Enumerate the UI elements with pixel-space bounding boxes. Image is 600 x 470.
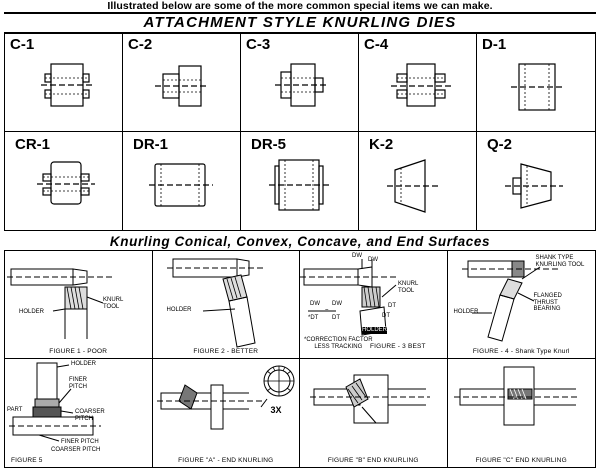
fig1-holder-label: HOLDER xyxy=(19,309,45,315)
section-title-surfaces: Knurling Conical, Convex, Concave, and E… xyxy=(109,234,491,249)
fig5-finer-pitch-label: FINER PITCH xyxy=(69,377,87,390)
fig5-coarser-pitch-2-label: COARSER PITCH xyxy=(51,447,101,453)
die-cell-k2: K-2 xyxy=(359,132,477,230)
fig3-holder-label: HOLDER xyxy=(362,327,388,334)
figure-a: 3X FIGURE "A" - END KNURLING xyxy=(153,359,300,467)
figure-a-drawing xyxy=(156,365,294,430)
fig3-ratio-left-bottom: *DT xyxy=(308,315,319,321)
figure-caption: FIGURE "A" - END KNURLING xyxy=(178,457,274,464)
die-dr5-drawing xyxy=(269,159,331,211)
figure-caption: FIGURE "B" END KNURLING xyxy=(327,457,419,464)
die-c1-drawing xyxy=(41,63,93,107)
die-cell-c3: C-3 xyxy=(241,34,359,132)
figure-2: HOLDER FIGURE 2 - BETTER xyxy=(152,251,300,359)
die-code: C-1 xyxy=(10,36,35,53)
die-c3-drawing xyxy=(275,63,329,107)
die-cell-dr5: DR-5 xyxy=(241,132,359,230)
die-c2-drawing xyxy=(155,65,209,107)
figure-5: HOLDER FINER PITCH COARSER PITCH PART FI… xyxy=(5,359,153,467)
die-cell-dr1: DR-1 xyxy=(123,132,241,230)
fig3-ratio-right-bottom: DT xyxy=(332,315,340,321)
figure-caption: FIGURE - 4 - Shank Type Knurl xyxy=(472,348,570,355)
fig5-holder-label: HOLDER xyxy=(71,361,97,367)
figure-1-drawing xyxy=(7,268,115,339)
die-cell-c4: C-4 xyxy=(359,34,477,132)
fig5-coarser-pitch-label: COARSER PITCH xyxy=(75,409,105,422)
die-d1-drawing xyxy=(511,63,565,111)
figure-c-drawing xyxy=(453,366,580,426)
figure-caption: FIGURE 5 xyxy=(11,457,43,464)
fig4-bearing-label: FLANGED THRUST BEARING xyxy=(533,293,562,312)
fig3-dt-label: DT xyxy=(382,313,390,319)
fig3-dw-label: DW xyxy=(352,253,362,259)
figure-5-drawing xyxy=(9,362,101,442)
die-code: K-2 xyxy=(369,136,394,153)
dies-grid: C-1 C-2 C-3 xyxy=(4,33,596,231)
die-cell-d1: D-1 xyxy=(477,34,595,132)
figure-b-drawing xyxy=(310,374,430,424)
die-cell-c1: C-1 xyxy=(5,34,123,132)
figure-c: FIGURE "C" END KNURLING xyxy=(448,359,596,467)
die-code: Q-2 xyxy=(487,136,513,153)
die-code: CR-1 xyxy=(15,136,51,153)
figure-4: SHANK TYPE KNURLING TOOL HOLDER FLANGED … xyxy=(447,251,595,359)
fig4-holder-label: HOLDER xyxy=(453,309,479,315)
fig1-knurl-tool-label: KNURL TOOL xyxy=(103,297,124,310)
die-code: C-2 xyxy=(128,36,153,53)
figures-grid: HOLDER KNURL TOOL FIGURE 1 - POOR HOLDER… xyxy=(4,250,596,468)
fig2-holder-label: HOLDER xyxy=(166,307,192,313)
die-code: D-1 xyxy=(482,36,507,53)
fig3-ratio-right-top: DW xyxy=(332,301,342,307)
fig4-shank-tool-label: SHANK TYPE KNURLING TOOL xyxy=(535,255,585,268)
die-c4-drawing xyxy=(391,63,451,107)
fig3-knurl-tool-label: KNURL TOOL xyxy=(398,281,419,294)
figure-4-drawing xyxy=(461,260,558,342)
die-cell-cr1: CR-1 xyxy=(5,132,123,230)
die-cell-c2: C-2 xyxy=(123,34,241,132)
die-code: C-4 xyxy=(364,36,389,53)
fig3-dw1-label: DW xyxy=(368,257,378,263)
section-title-attachment-dies: ATTACHMENT STYLE KNURLING DIES xyxy=(4,12,596,34)
figure-b: FIGURE "B" END KNURLING xyxy=(300,359,448,467)
die-dr1-drawing xyxy=(149,163,213,207)
figure-3: DW DW KNURL TOOL DT DT HOLDER DW *DT = D… xyxy=(300,251,448,359)
die-code: DR-5 xyxy=(251,136,287,153)
figure-caption: FIGURE 1 - POOR xyxy=(49,348,108,355)
fig5-part-label: PART xyxy=(7,407,23,413)
fig3-dt1-label: DT xyxy=(388,303,396,309)
die-k2-drawing xyxy=(387,159,439,213)
figure-2-drawing xyxy=(166,258,263,348)
fig3-ratio-left-top: DW xyxy=(310,301,320,307)
intro-text: Illustrated below are some of the more c… xyxy=(107,0,493,12)
figure-1: HOLDER KNURL TOOL FIGURE 1 - POOR xyxy=(5,251,153,359)
figure-caption: FIGURE 2 - BETTER xyxy=(193,348,259,355)
figure-caption: FIGURE "C" END KNURLING xyxy=(475,457,567,464)
die-code: C-3 xyxy=(246,36,271,53)
die-cell-q2: Q-2 xyxy=(477,132,595,230)
fig3-note: *CORRECTION FACTOR LESS TRACKING xyxy=(304,337,373,350)
fig3-equals: = xyxy=(325,308,329,314)
die-code: DR-1 xyxy=(133,136,169,153)
fig5-finer-pitch-2-label: FINER PITCH xyxy=(61,439,99,445)
figa-scale-label: 3X xyxy=(270,405,282,415)
die-cr1-drawing xyxy=(37,161,95,205)
die-q2-drawing xyxy=(505,163,563,209)
figure-caption: FIGURE - 3 BEST xyxy=(370,343,426,350)
